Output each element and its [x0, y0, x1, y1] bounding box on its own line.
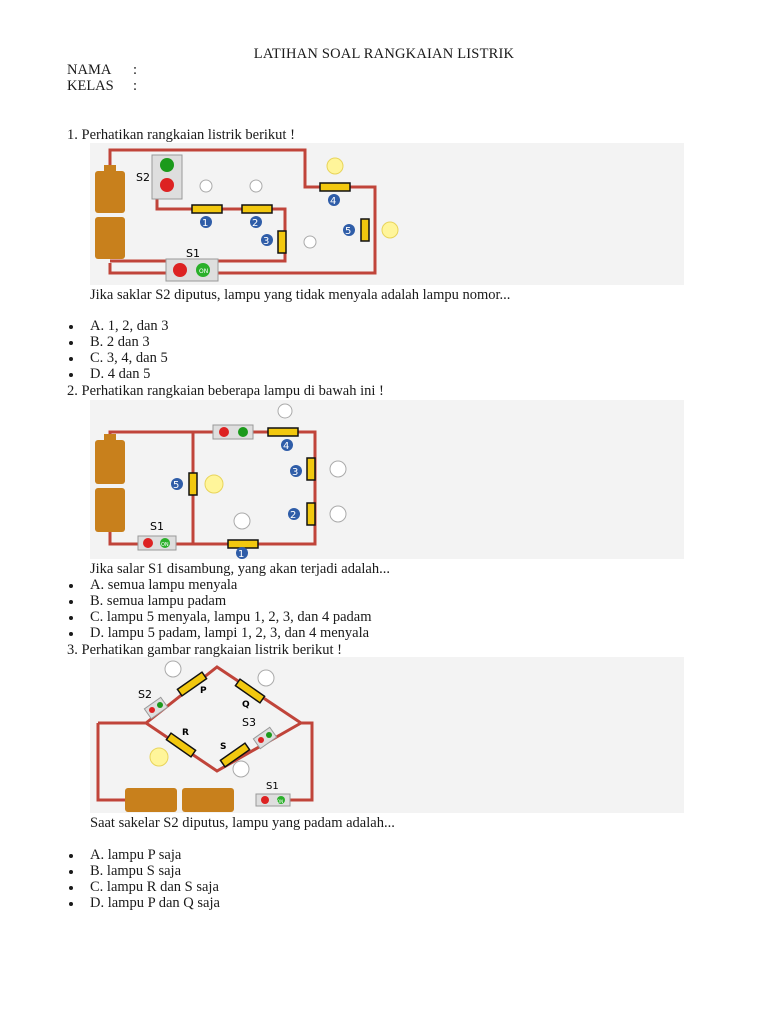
svg-text:3: 3: [292, 467, 298, 478]
class-label: KELAS: [67, 78, 114, 94]
question-1-prompt: Jika saklar S2 diputus, lampu yang tidak…: [90, 287, 511, 303]
svg-text:S: S: [220, 742, 226, 752]
svg-text:R: R: [182, 728, 189, 738]
option-2d: D. lampu 5 padam, lampi 1, 2, 3, dan 4 m…: [67, 625, 371, 641]
question-1-options: A. 1, 2, dan 3 B. 2 dan 3 C. 3, 4, dan 5…: [67, 318, 169, 382]
option-1c: C. 3, 4, dan 5: [67, 350, 169, 366]
question-3-figure: ON S1 S2 S3 P Q R S: [90, 657, 684, 813]
question-3-options: A. lampu P saja B. lampu S saja C. lampu…: [67, 847, 220, 911]
option-2b: B. semua lampu padam: [67, 593, 371, 609]
question-2-figure: ON S1 1 2 3 4 5: [90, 400, 684, 560]
option-3a: A. lampu P saja: [67, 847, 220, 863]
s1-label-3: S1: [266, 781, 279, 792]
option-1d: D. 4 dan 5: [67, 366, 169, 382]
question-1-figure: S2 ON S1 1 2 3 4 5: [90, 143, 684, 285]
lamp-5: 5: [343, 218, 399, 242]
svg-text:5: 5: [173, 480, 179, 491]
option-1b: B. 2 dan 3: [67, 334, 169, 350]
svg-text:4: 4: [330, 196, 336, 207]
s2-label: S2: [136, 171, 150, 184]
lamp-2-1: 1: [227, 512, 259, 560]
svg-text:3: 3: [263, 236, 269, 247]
svg-text:1: 1: [238, 549, 244, 559]
svg-text:2: 2: [252, 218, 258, 229]
s3-label: S3: [242, 716, 256, 729]
lamp-2-3: 3: [290, 457, 347, 481]
svg-text:P: P: [200, 686, 207, 696]
lamp-2-2: 2: [288, 502, 347, 526]
question-3-text: 3. Perhatikan gambar rangkaian listrik b…: [67, 642, 343, 658]
class-separator: :: [133, 78, 138, 94]
svg-text:5: 5: [345, 226, 351, 237]
question-1-text: 1. Perhatikan rangkaian listrik berikut …: [67, 127, 295, 143]
lamp-2-4: 4: [267, 403, 299, 452]
option-3c: C. lampu R dan S saja: [67, 879, 220, 895]
lamp-q: Q: [234, 669, 275, 710]
lamp-p: P: [164, 660, 208, 697]
option-2a: A. semua lampu menyala: [67, 577, 371, 593]
s2-label-3: S2: [138, 688, 152, 701]
option-3b: B. lampu S saja: [67, 863, 220, 879]
lamp-r: R: [149, 728, 197, 767]
lamp-s: S: [219, 742, 251, 778]
svg-text:Q: Q: [242, 700, 250, 710]
question-3-prompt: Saat sakelar S2 diputus, lampu yang pada…: [90, 815, 395, 831]
s1-label: S1: [186, 247, 200, 260]
s1-on-label-2: ON: [161, 542, 169, 548]
option-1a: A. 1, 2, dan 3: [67, 318, 169, 334]
question-2-options: A. semua lampu menyala B. semua lampu pa…: [67, 577, 371, 641]
s1-label-2: S1: [150, 520, 164, 533]
lamp-2-5: 5: [171, 472, 224, 496]
question-2-prompt: Jika salar S1 disambung, yang akan terja…: [90, 561, 390, 577]
name-separator: :: [133, 62, 138, 78]
lamp-1: 1: [191, 179, 223, 229]
option-3d: D. lampu P dan Q saja: [67, 895, 220, 911]
name-field: NAMA:: [67, 62, 137, 79]
s2-green-light: [160, 158, 174, 172]
question-2-text: 2. Perhatikan rangkaian beberapa lampu d…: [67, 383, 384, 399]
svg-text:1: 1: [202, 218, 208, 229]
name-label: NAMA: [67, 62, 112, 78]
lamp-4: 4: [319, 157, 351, 207]
svg-text:2: 2: [290, 510, 296, 521]
lamp-2: 2: [241, 179, 273, 229]
s1-on-label: ON: [199, 268, 208, 275]
s1-on-label-3: ON: [277, 799, 283, 804]
class-field: KELAS:: [67, 78, 137, 95]
page-title: LATIHAN SOAL RANGKAIAN LISTRIK: [253, 46, 515, 62]
lamp-3: 3: [261, 230, 317, 254]
svg-text:4: 4: [283, 441, 289, 452]
option-2c: C. lampu 5 menyala, lampu 1, 2, 3, dan 4…: [67, 609, 371, 625]
s2-red-light: [160, 178, 174, 192]
